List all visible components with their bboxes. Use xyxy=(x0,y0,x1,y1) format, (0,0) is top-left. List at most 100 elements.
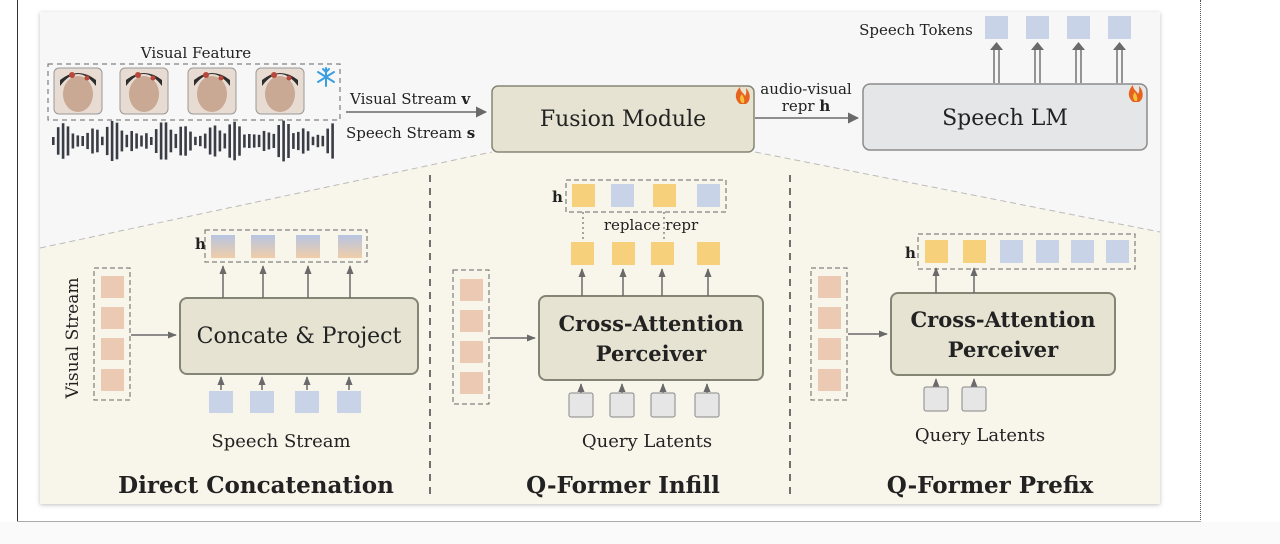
h-label: h xyxy=(195,235,206,253)
waveform-bar xyxy=(169,129,173,153)
speech-tokens-label: Speech Tokens xyxy=(859,21,973,39)
waveform-bar xyxy=(292,133,295,149)
waveform-bar xyxy=(96,129,99,153)
visual-token xyxy=(460,279,483,301)
av-repr-var: h xyxy=(819,97,830,115)
panel-title-prefix: Q-Former Prefix xyxy=(887,472,1094,499)
waveform-bar xyxy=(306,131,310,151)
face-frames xyxy=(53,67,305,115)
visual-token xyxy=(460,341,483,363)
speech-stream-label: Speech Stream xyxy=(346,124,462,142)
query-latent xyxy=(694,392,720,418)
waveform-bar xyxy=(71,133,75,149)
panel-title-infill: Q-Former Infill xyxy=(526,472,720,499)
speech-tokens xyxy=(985,16,1131,39)
page-frame-right xyxy=(1200,0,1201,544)
flame-icon xyxy=(1128,85,1143,102)
speech-token xyxy=(1106,240,1129,263)
speech-token xyxy=(697,184,720,207)
waveform-bar xyxy=(262,130,266,151)
expansion-guide-right xyxy=(754,151,1161,233)
visual-token xyxy=(101,276,124,298)
fusion-module-label: Fusion Module xyxy=(540,107,706,132)
h-token xyxy=(251,235,275,258)
waveform-bar xyxy=(272,133,276,148)
waveform-bar xyxy=(86,132,89,150)
perceiver-line1: Cross-Attention xyxy=(910,307,1095,332)
waveform-bar xyxy=(115,122,119,160)
query-latents-label: Query Latents xyxy=(582,431,712,452)
waveform-bar xyxy=(125,134,129,148)
visual-token xyxy=(101,338,124,360)
query-output xyxy=(697,242,720,265)
panel-title-direct: Direct Concatenation xyxy=(118,472,394,499)
visual-token xyxy=(818,276,841,298)
cross-attention-perceiver-box xyxy=(538,295,764,381)
cross-attention-perceiver-box xyxy=(890,292,1116,376)
visual-stream-var: v xyxy=(461,90,472,108)
perceiver-line1: Cross-Attention xyxy=(558,311,743,336)
waveform-bar xyxy=(101,136,104,146)
face-frame xyxy=(119,67,169,115)
waveform-bar xyxy=(130,131,133,152)
visual-token xyxy=(460,372,483,394)
perceiver-line2: Perceiver xyxy=(948,337,1059,362)
query-output xyxy=(612,242,635,265)
waveform-bar xyxy=(184,126,187,156)
speech-stream-caption: Speech Stream s xyxy=(346,124,475,142)
panel-qformer-infill: Cross-Attention Perceiver h replace repr xyxy=(452,179,764,499)
waveform-bar xyxy=(331,123,334,159)
waveform-bar xyxy=(213,125,217,157)
lm-output-arrows xyxy=(990,42,1126,83)
speech-token xyxy=(1071,240,1094,263)
replace-repr-label: replace repr xyxy=(604,216,699,234)
waveform-bar xyxy=(91,128,94,154)
waveform-bar xyxy=(316,134,320,148)
expansion-guide-left xyxy=(39,151,493,249)
waveform-bar xyxy=(248,134,251,148)
visual-token xyxy=(101,369,124,391)
visual-feature-frame xyxy=(47,63,341,121)
h-output-frame xyxy=(917,233,1136,270)
waveform-bar xyxy=(208,127,212,155)
waveform-bar xyxy=(267,132,271,150)
waveform-bar xyxy=(223,133,227,149)
visual-token xyxy=(818,338,841,360)
concate-project-label: Concate & Project xyxy=(197,324,402,349)
waveform-bar xyxy=(120,130,124,152)
waveform-bar xyxy=(76,135,80,147)
waveform-bar xyxy=(154,129,158,153)
waveform-bar xyxy=(252,134,256,148)
speech-stream-bottom-label: Speech Stream xyxy=(211,431,350,452)
speech-stream-var: s xyxy=(467,124,475,142)
visual-stream-caption: Visual Stream v xyxy=(349,90,472,108)
query-latent xyxy=(961,386,987,412)
face-frame xyxy=(53,67,103,115)
waveform-bar xyxy=(311,136,315,146)
query-output xyxy=(651,242,674,265)
waveform-bar xyxy=(199,135,202,147)
waveform-bar xyxy=(277,125,280,158)
query-token xyxy=(925,240,948,263)
query-latents-label: Query Latents xyxy=(915,425,1045,446)
visual-stream-label: Visual Stream xyxy=(349,90,457,108)
snowflake-icon xyxy=(317,67,335,87)
speech-lm-box xyxy=(862,83,1148,151)
speech-token xyxy=(209,391,233,413)
query-output xyxy=(571,242,594,265)
av-repr-line2: repr xyxy=(782,97,816,115)
waveform-bar xyxy=(81,136,84,146)
speech-token xyxy=(1036,240,1059,263)
h-label: h xyxy=(552,188,563,206)
visual-stream-side-label: Visual Stream xyxy=(63,278,83,400)
waveform-bar xyxy=(301,128,305,154)
waveform-bar xyxy=(203,133,207,149)
waveform-bar xyxy=(238,126,241,156)
waveform-bar xyxy=(233,121,236,161)
face-frame xyxy=(187,67,237,115)
speech-token xyxy=(1000,240,1023,263)
waveform-bar xyxy=(174,133,178,149)
latent-input-arrows xyxy=(577,383,711,393)
waveform-bar xyxy=(179,126,182,156)
query-latent xyxy=(650,392,676,418)
